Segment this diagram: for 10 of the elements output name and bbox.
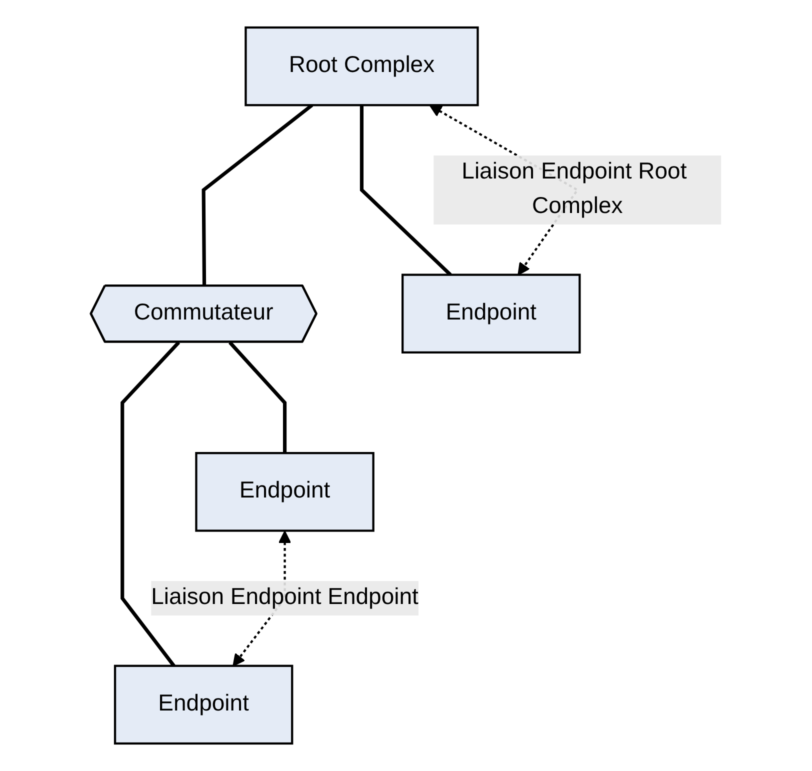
connector bbox=[202, 104, 314, 286]
node-box: Endpoint bbox=[402, 274, 581, 354]
connector bbox=[228, 341, 287, 454]
node-box: Endpoint bbox=[114, 664, 294, 745]
connector bbox=[120, 341, 180, 667]
edge-label: Liaison Endpoint Endpoint bbox=[151, 585, 418, 610]
node-box: Root Complex bbox=[244, 26, 479, 106]
edge-label: Liaison Endpoint Root Complex bbox=[462, 160, 687, 219]
connector bbox=[360, 105, 452, 276]
node-box: Endpoint bbox=[195, 452, 374, 532]
